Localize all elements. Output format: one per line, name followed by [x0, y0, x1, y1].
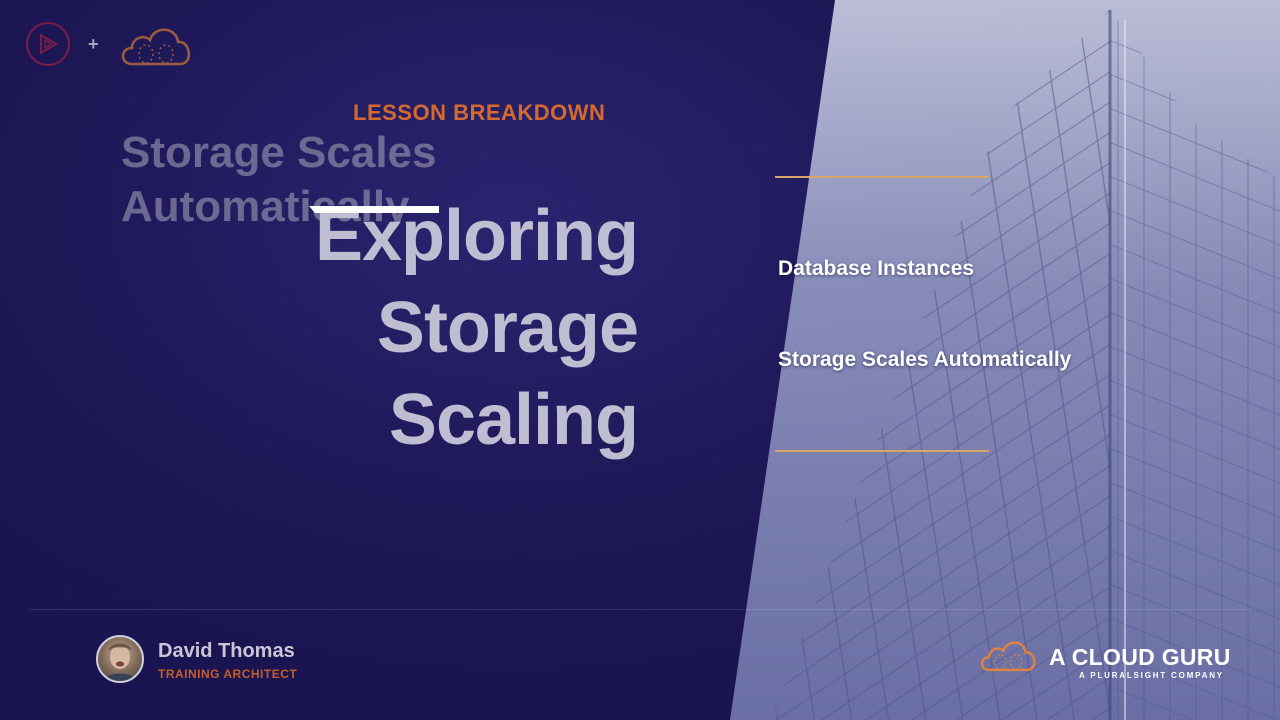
topic-item: Database Instances: [778, 257, 975, 280]
presenter-role: TRAINING ARCHITECT: [158, 667, 298, 681]
section-label: LESSON BREAKDOWN: [353, 100, 606, 125]
slide-title-line: Exploring: [314, 196, 639, 276]
footer-divider: [30, 609, 1250, 610]
slide-title: Exploring Storage Scaling: [218, 190, 639, 466]
plus-sign: +: [88, 34, 99, 54]
transition-cursor: [309, 206, 439, 231]
brand-tagline: A PLURALSIGHT COMPANY: [1079, 671, 1224, 680]
brand-name: A CLOUD GURU: [1049, 644, 1231, 670]
topic-item: Storage Scales Automatically: [778, 348, 1072, 371]
presenter-avatar: [96, 635, 144, 683]
slide-title-line: Scaling: [388, 380, 639, 460]
slide-title-line: Storage: [376, 288, 639, 368]
pluralsight-play-icon: [26, 22, 70, 66]
topic-rule-top: [775, 176, 989, 178]
cloud-guru-logo-icon: [978, 634, 1040, 679]
topic-rule-bottom: [775, 450, 989, 452]
cloud-guru-logo-icon: [118, 20, 196, 73]
presenter-name: David Thomas: [158, 640, 295, 662]
